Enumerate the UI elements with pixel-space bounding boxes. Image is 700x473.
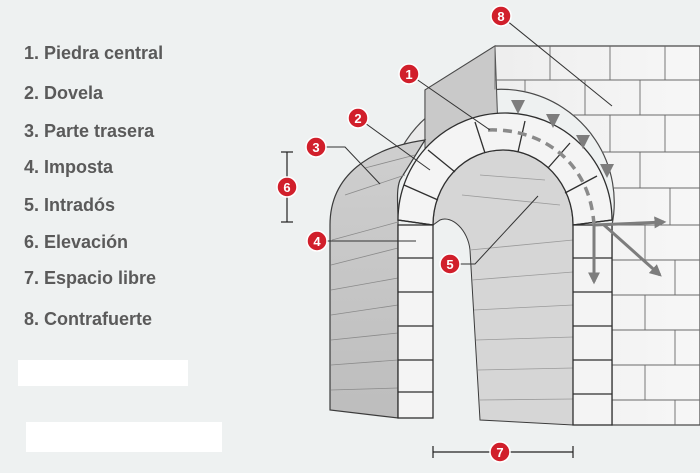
down-arrow-icon xyxy=(511,100,525,114)
down-arrow-icon xyxy=(600,164,614,178)
marker-2-label: 2 xyxy=(354,111,361,126)
blank-band xyxy=(18,360,188,386)
marker-3: 3 xyxy=(305,136,327,158)
thrust-dashed-line xyxy=(487,128,596,226)
marker-6-label: 6 xyxy=(283,180,290,195)
leader-lines xyxy=(316,15,613,265)
down-arrow-icon xyxy=(546,114,560,128)
legend-item-piedra-central: 1. Piedra central xyxy=(24,43,164,63)
marker-5-label: 5 xyxy=(446,257,453,272)
marker-8: 8 xyxy=(490,5,512,27)
marker-7-label: 7 xyxy=(496,445,503,460)
marker-4: 4 xyxy=(306,230,328,252)
legend-item-parte-trasera: 3. Parte trasera xyxy=(24,121,155,141)
legend-item-intrados: 5. Intradós xyxy=(24,195,116,215)
arch-back-face xyxy=(329,139,427,419)
down-arrow-icon xyxy=(576,135,590,149)
marker-1-label: 1 xyxy=(405,67,412,82)
load-arrows xyxy=(511,100,614,178)
legend-item-contrafuerte: 8. Contrafuerte xyxy=(24,309,153,329)
marker-8-label: 8 xyxy=(497,9,504,24)
legend-item-dovela: 2. Dovela xyxy=(24,83,104,103)
marker-5: 5 xyxy=(439,253,461,275)
legend-item-imposta: 4. Imposta xyxy=(24,157,114,177)
marker-1: 1 xyxy=(398,63,420,85)
legend-item-elevacion: 6. Elevación xyxy=(24,232,129,252)
marker-2: 2 xyxy=(347,107,369,129)
intrados-surface xyxy=(432,149,574,426)
resultant-thrust-arrow xyxy=(603,223,662,277)
marker-4-label: 4 xyxy=(313,234,321,249)
marker-6: 6 xyxy=(276,176,298,198)
blank-band xyxy=(26,422,222,452)
marker-3-label: 3 xyxy=(312,140,319,155)
marker-7: 7 xyxy=(489,441,511,463)
legend-item-espacio-libre: 7. Espacio libre xyxy=(24,268,157,288)
